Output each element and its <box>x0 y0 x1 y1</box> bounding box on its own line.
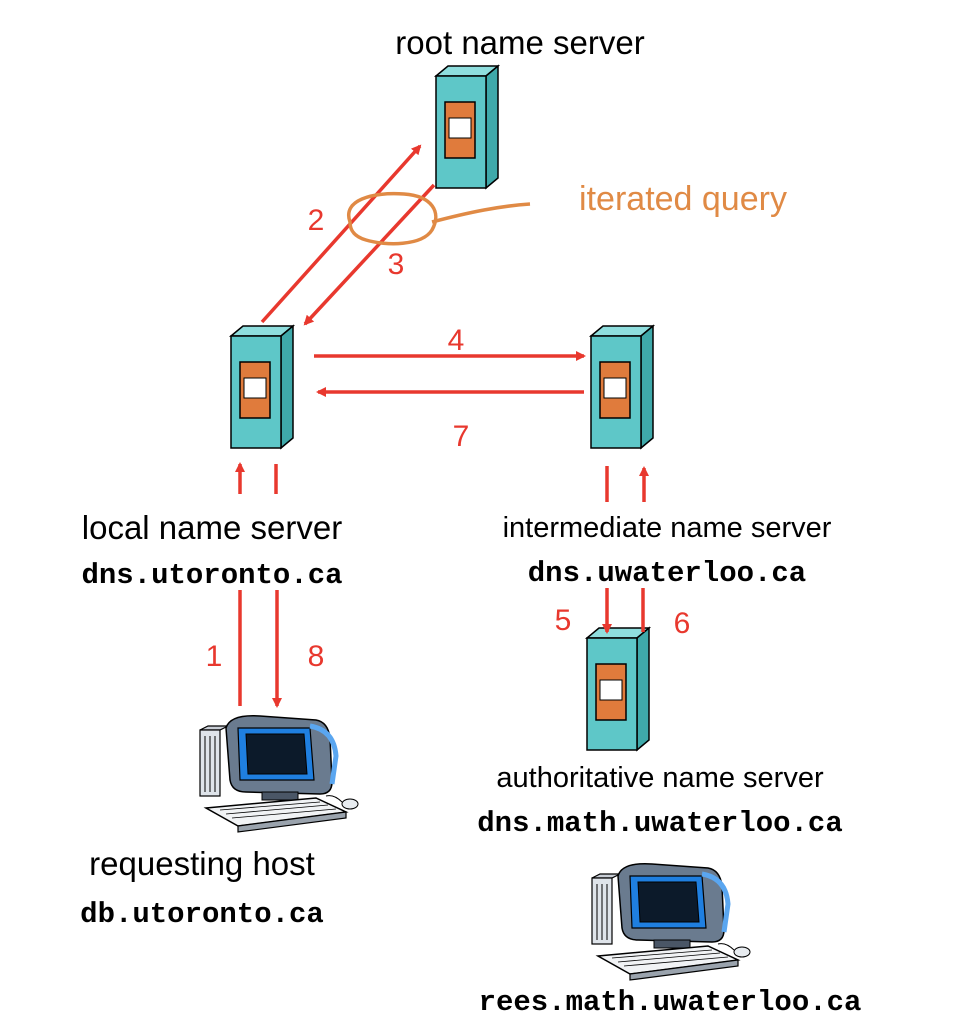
intermediate-name-server-host: dns.uwaterloo.ca <box>528 557 806 590</box>
target-host-hostname: rees.math.uwaterloo.ca <box>479 986 862 1019</box>
authoritative-name-server-label: authoritative name server <box>496 762 824 794</box>
query-arrows <box>235 144 649 708</box>
step-2-label: 2 <box>308 204 325 237</box>
iterated-query-leader <box>431 202 531 224</box>
iterated-query-loop <box>346 191 438 246</box>
desktop-computer-icon <box>200 716 358 832</box>
step-3-label: 3 <box>388 248 405 281</box>
step-1-label: 1 <box>206 640 223 673</box>
arrow-step-3 <box>303 183 436 326</box>
requesting-host-hostname: db.utoronto.ca <box>80 898 324 931</box>
step-8-label: 8 <box>308 640 325 673</box>
iterated-query-label: iterated query <box>579 180 787 218</box>
local-name-server-host: dns.utoronto.ca <box>81 559 342 592</box>
intermediate-name-server-label: intermediate name server <box>503 512 832 544</box>
root-name-server <box>435 65 499 189</box>
desktop-computer-icon <box>592 864 750 980</box>
requesting-host-computer <box>200 716 358 832</box>
server-icon <box>230 325 294 449</box>
server-icon <box>435 65 499 189</box>
requesting-host-label: requesting host <box>89 845 315 882</box>
step-7-label: 7 <box>453 420 470 453</box>
step-6-label: 6 <box>674 607 691 640</box>
server-icon <box>590 325 654 449</box>
step-5-label: 5 <box>555 604 572 637</box>
authoritative-name-server <box>586 627 650 751</box>
iterated-query-annotation <box>346 191 531 246</box>
local-name-server-label: local name server <box>82 509 342 546</box>
step-4-label: 4 <box>448 324 465 357</box>
intermediate-name-server <box>590 325 654 449</box>
target-host-computer <box>592 864 750 980</box>
arrow-step-2 <box>260 144 422 324</box>
local-name-server <box>230 325 294 449</box>
server-icon <box>586 627 650 751</box>
authoritative-name-server-host: dns.math.uwaterloo.ca <box>477 807 842 840</box>
root-name-server-label: root name server <box>395 24 644 61</box>
